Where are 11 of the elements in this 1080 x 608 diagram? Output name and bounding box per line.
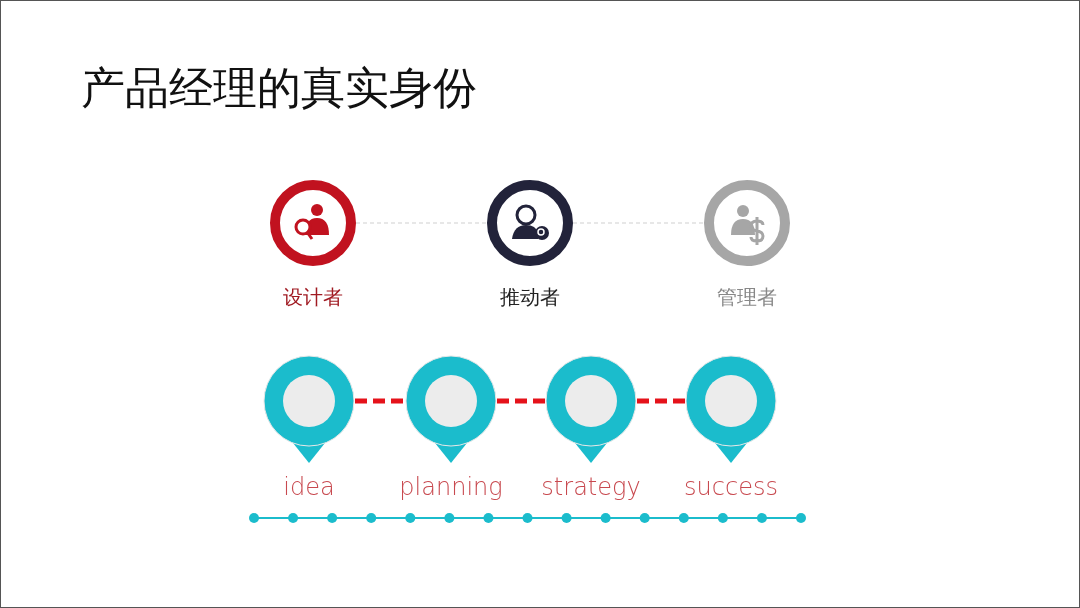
step-label: idea <box>282 473 336 501</box>
role-label: 管理者 <box>716 284 778 311</box>
connector-line <box>637 398 685 404</box>
step-label: planning <box>398 473 504 501</box>
step-label: strategy <box>540 473 642 501</box>
connector-line <box>497 398 545 404</box>
role-label: 推动者 <box>499 284 561 311</box>
slide-title: 产品经理的真实身份 <box>81 61 477 115</box>
connector-line <box>355 398 405 404</box>
step-label: success <box>683 473 779 501</box>
role-label: 设计者 <box>282 284 344 311</box>
